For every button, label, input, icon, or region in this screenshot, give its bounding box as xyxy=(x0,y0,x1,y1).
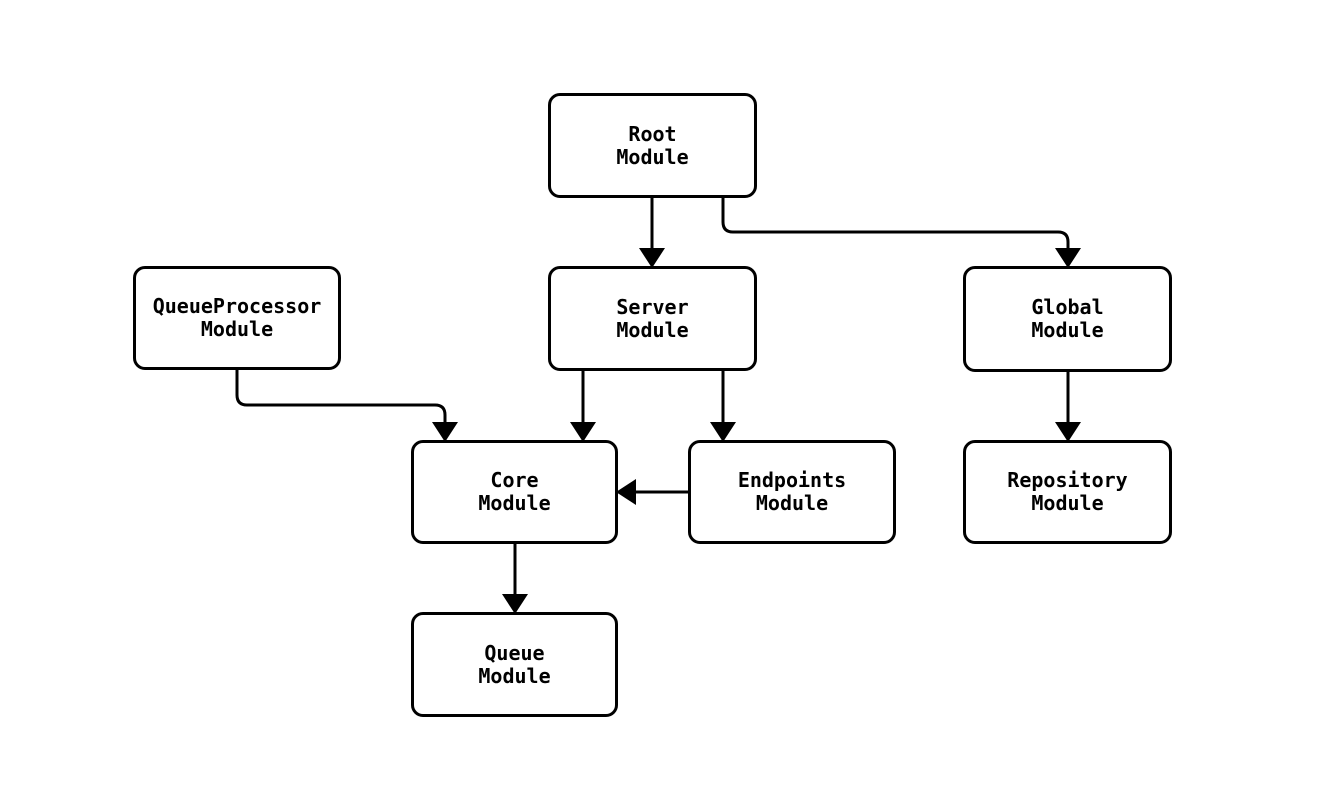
node-label: Core Module xyxy=(478,468,551,515)
node-label: Global Module xyxy=(1031,295,1104,342)
node-root-module: Root Module xyxy=(548,93,757,198)
node-queueprocessor-module: QueueProcessor Module xyxy=(133,266,341,370)
node-core-module: Core Module xyxy=(411,440,618,544)
node-endpoints-module: Endpoints Module xyxy=(688,440,896,544)
node-label: Server Module xyxy=(616,294,689,342)
node-label: Root Module xyxy=(616,121,689,169)
node-label: QueueProcessor Module xyxy=(152,294,322,341)
node-global-module: Global Module xyxy=(963,266,1172,372)
node-label: Endpoints Module xyxy=(737,468,847,515)
node-label: Repository Module xyxy=(1007,468,1128,515)
node-queue-module: Queue Module xyxy=(411,612,618,717)
node-label: Queue Module xyxy=(478,640,551,688)
node-server-module: Server Module xyxy=(548,266,757,371)
node-repository-module: Repository Module xyxy=(963,440,1172,544)
